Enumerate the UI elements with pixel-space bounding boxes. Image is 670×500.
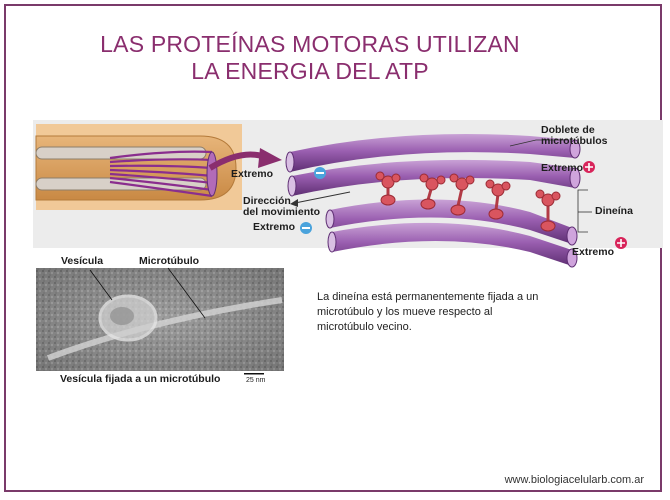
zoom-arrow <box>258 148 282 168</box>
microtubule-bottom <box>325 199 578 268</box>
scale-bar-label: 25 nm <box>246 377 266 384</box>
micrograph-caption: Vesícula fijada a un microtúbulo <box>60 373 221 385</box>
label-end-plus-top: Extremo <box>541 162 584 174</box>
direction-arrow <box>290 199 298 207</box>
label-microtubule: Microtúbulo <box>139 255 200 267</box>
label-doublet-line-1: Doblete de <box>541 124 595 136</box>
label-end-minus-top: Extremo <box>231 168 274 180</box>
description-text: La dineína está permanentemente fijada a… <box>317 291 539 333</box>
dynein-arms <box>375 171 561 232</box>
slide-title-line-1: LAS PROTEÍNAS MOTORAS UTILIZAN <box>100 31 520 57</box>
label-doublet: Doblete de microtúbulos <box>541 125 608 147</box>
label-end-plus-bottom: Extremo <box>572 246 615 258</box>
label-direction-line-2: del movimiento <box>243 206 321 218</box>
footer-url: www.biologiacelularb.com.ar <box>504 474 644 486</box>
label-end-minus-bottom: Extremo <box>253 221 296 233</box>
label-dynein: Dineína <box>595 205 633 217</box>
label-direction: Dirección del movimiento <box>243 196 320 218</box>
micrograph <box>36 267 284 375</box>
label-doublet-line-2: microtúbulos <box>541 135 608 147</box>
label-direction-line-1: Dirección <box>243 195 291 207</box>
label-vesicle: Vesícula <box>61 255 104 267</box>
flagellum-inset <box>35 124 242 210</box>
slide-title-line-2: LA ENERGIA DEL ATP <box>191 58 429 84</box>
